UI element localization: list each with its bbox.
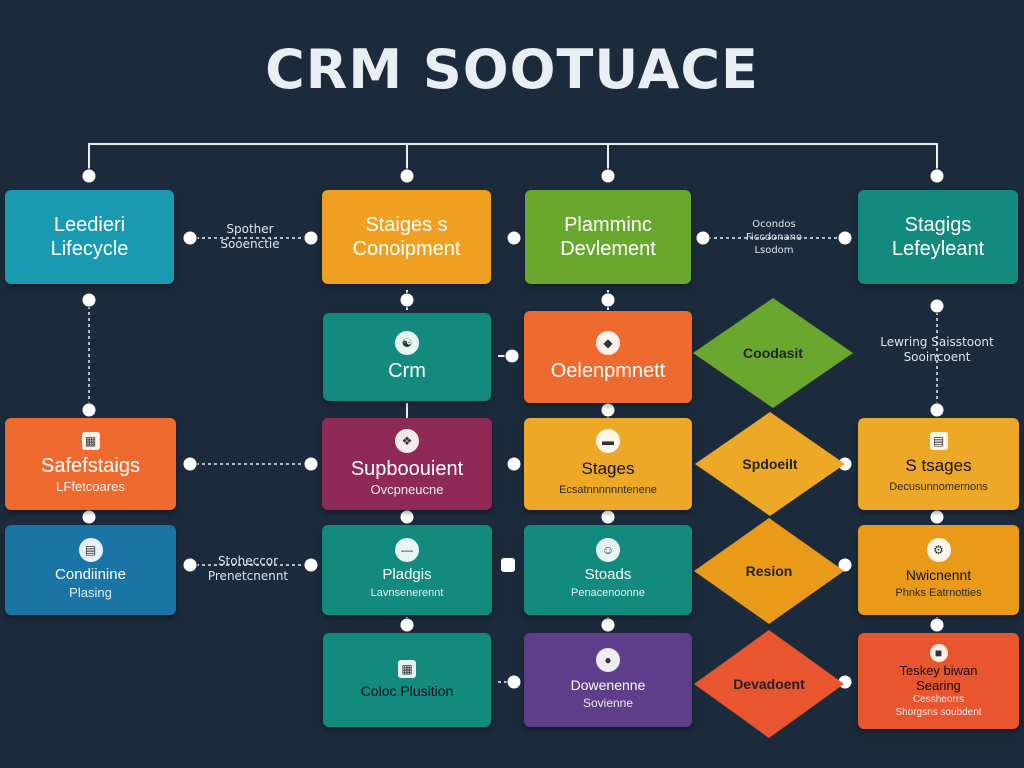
box-title: Crm <box>388 360 426 382</box>
coodasit-decision[interactable]: Coodasit <box>693 298 853 408</box>
box-title: Coloc Plusition <box>360 683 454 699</box>
box-detail: Shorgsns soubdent <box>895 706 982 718</box>
box-title: Nwicnennt <box>905 567 972 583</box>
box-subtitle: Lefeyleant <box>891 238 985 260</box>
box-subtitle: Ecsatnnnnnntenene <box>559 484 657 496</box>
conduine-box[interactable]: ▤ Condiinine Plasing <box>5 525 176 615</box>
box-title: Staiges s <box>365 214 448 236</box>
minus-icon: — <box>395 538 419 562</box>
teskey-box[interactable]: ■ Teskey biwan Searing Cessheorrs Shorgs… <box>858 633 1019 729</box>
box-subtitle: Lavnsenerennt <box>370 587 444 599</box>
lock-icon: ● <box>596 648 620 672</box>
box-subtitle: Phnks Eatrnotties <box>895 587 982 599</box>
oelenpmnett-box[interactable]: ◆ Oelenpmnett <box>524 311 692 403</box>
crm-box[interactable]: ☯ Crm <box>323 313 491 401</box>
note-line: Ficcdonano <box>745 232 803 243</box>
box-title: Leedieri <box>53 214 126 236</box>
box-subtitle: Conoipment <box>352 238 461 260</box>
box-subtitle: Lifecycle <box>50 238 129 260</box>
box-title: Stoads <box>584 566 632 583</box>
box-subtitle: Devlement <box>560 238 656 260</box>
resion-decision[interactable]: Resion <box>694 518 844 624</box>
stages-lifeyleant-box[interactable]: Stagigs Lefeyleant <box>858 190 1018 284</box>
box-title: S tsages <box>905 456 972 475</box>
note-line: Lewring Saisstoont <box>880 335 994 349</box>
spother-note: Spother Sooenctie <box>205 222 295 252</box>
note-line: Ocondos <box>752 219 796 230</box>
note-line: Stoheccor <box>217 554 279 568</box>
box-title: Dowenenne <box>570 677 646 693</box>
box-subtitle: Ovcpneucne <box>370 482 444 497</box>
decision-shape <box>695 412 845 516</box>
box-subtitle: Sovienne <box>582 696 634 710</box>
box-detail: Cessheorrs <box>912 693 965 705</box>
note-line: Sooincoent <box>903 350 971 364</box>
nwicnent-box[interactable]: ⚙ Nwicnennt Phnks Eatrnotties <box>858 525 1019 615</box>
note-line: Sooenctie <box>220 237 280 251</box>
ocondos-note: Ocondos Ficcdonano Lsodom <box>732 218 816 257</box>
box-subtitle: Decusunnomernons <box>889 481 988 493</box>
planning-box[interactable]: Plamminc Devlement <box>525 190 691 284</box>
box-title: Safefstaigs <box>41 455 140 477</box>
stoads-box[interactable]: ☺ Stoads Penacenoonne <box>524 525 692 615</box>
box-subtitle: Searing <box>916 677 961 693</box>
decision-label: Spdoeilt <box>742 456 798 472</box>
s-tsages-box[interactable]: ▤ S tsages Decusunnomernons <box>858 418 1019 510</box>
diamond-grid-icon: ❖ <box>395 429 419 453</box>
diamond-icon: ◆ <box>596 331 620 355</box>
note-line: Spother <box>226 222 274 236</box>
info-icon: ■ <box>929 643 948 662</box>
box-title: Oelenpmnett <box>550 360 666 382</box>
stages-mid-box[interactable]: ▬ Stages Ecsatnnnnnntenene <box>524 418 692 510</box>
lewring-note: Lewring Saisstoont Sooincoent <box>866 335 1008 365</box>
pladgis-box[interactable]: — Pladgis Lavnsenerennt <box>322 525 492 615</box>
dowenenne-box[interactable]: ● Dowenenne Sovienne <box>524 633 692 727</box>
chart-icon: ▤ <box>78 538 103 562</box>
box-title: Condiinine <box>55 566 126 583</box>
supboonent-box[interactable]: ❖ Supboouient Ovcpneucne <box>322 418 492 510</box>
page-title: CRM SOOTUACE <box>265 38 759 101</box>
box-title: Teskey biwan <box>899 662 978 678</box>
devadonent-decision[interactable]: Devadoent <box>694 630 844 738</box>
decision-shape <box>694 518 844 624</box>
leadership-lifecycle-box[interactable]: Leedieri Lifecycle <box>5 190 174 284</box>
calendar-icon: ▦ <box>81 432 100 450</box>
clipboard-icon: ▦ <box>398 660 416 678</box>
handshake-icon: ☯ <box>395 331 419 355</box>
decision-shape <box>693 298 853 408</box>
decision-label: Resion <box>745 563 793 579</box>
stoheccor-note: Stoheccor Prenetcnennt <box>198 554 298 584</box>
box-subtitle: Plasing <box>69 585 112 600</box>
gear-icon: ⚙ <box>926 538 951 562</box>
note-line: Lsodom <box>754 245 794 256</box>
note-line: Prenetcnennt <box>207 569 289 583</box>
box-title: Stages <box>581 459 635 478</box>
box-title: Stagigs <box>904 214 972 236</box>
box-title: Plamminc <box>564 214 652 236</box>
coloc-plusition-box[interactable]: ▦ Coloc Plusition <box>323 633 491 727</box>
stages-conopment-box[interactable]: Staiges s Conoipment <box>322 190 491 284</box>
decision-label: Coodasit <box>743 345 803 361</box>
people-icon: ☺ <box>596 538 620 562</box>
briefcase-icon: ▤ <box>929 432 948 450</box>
decision-shape <box>694 630 844 738</box>
safefstaigs-box[interactable]: ▦ Safefstaigs LFfetcoares <box>5 418 176 510</box>
box-subtitle: LFfetcoares <box>56 479 125 494</box>
decision-label: Devadoent <box>733 676 805 692</box>
box-title: Supboouient <box>350 458 464 480</box>
spdoeilt-decision[interactable]: Spdoeilt <box>695 412 845 516</box>
box-title: Pladgis <box>382 566 432 583</box>
pill-icon: ▬ <box>596 429 620 453</box>
box-subtitle: Penacenoonne <box>570 587 645 599</box>
